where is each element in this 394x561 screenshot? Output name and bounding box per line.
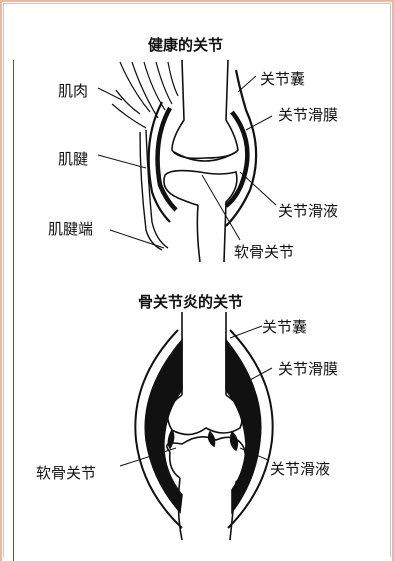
healthy-upper-bone <box>172 60 238 158</box>
label-arthritis-synovium: 关节滑膜 <box>278 358 338 379</box>
healthy-joint-title: 健康的关节 <box>148 34 223 55</box>
label-healthy-capsule: 关节囊 <box>260 68 305 89</box>
label-muscle: 肌肉 <box>58 80 88 101</box>
label-healthy-synovial-fluid: 关节滑液 <box>278 200 338 221</box>
healthy-joint-illustration <box>98 60 276 262</box>
label-arthritis-capsule: 关节囊 <box>262 316 307 337</box>
label-healthy-cartilage: 软骨关节 <box>234 241 294 262</box>
arthritis-joint-illustration <box>120 312 273 540</box>
label-healthy-synovium: 关节滑膜 <box>278 104 338 125</box>
healthy-muscle <box>112 62 178 128</box>
label-tendon-end: 肌腱端 <box>48 218 93 239</box>
arthritis-joint-title: 骨关节炎的关节 <box>138 291 243 312</box>
label-tendon: 肌腱 <box>58 148 88 169</box>
arthritis-upper-bone <box>182 312 226 395</box>
label-arthritis-synovial-fluid: 关节滑液 <box>270 458 330 479</box>
label-arthritis-cartilage: 软骨关节 <box>36 462 96 483</box>
